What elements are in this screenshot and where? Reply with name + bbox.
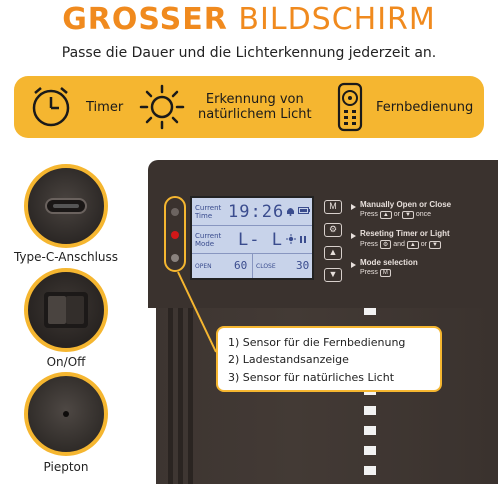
- sun-icon: [286, 234, 296, 244]
- feature-light-label-line2: natürlichem Licht: [198, 107, 312, 122]
- buzzer-label: Piepton: [43, 460, 89, 474]
- instruction-manual-heading: Manually Open or Close: [360, 200, 452, 209]
- down-button[interactable]: ▼: [324, 268, 342, 282]
- instruction-mode-press: Press: [360, 269, 378, 276]
- feature-remote-label: Fernbedienung: [376, 99, 474, 115]
- switch-icon: [44, 292, 88, 328]
- door-rail: [188, 306, 193, 484]
- lcd-close-value: 30: [296, 259, 310, 272]
- buzzer-icon: [63, 411, 69, 417]
- lcd-divider: [252, 254, 253, 278]
- lcd-time-label-1: Current: [195, 204, 222, 212]
- instruction-reset: Reseting Timer or Light Press ⚙ and ▲ or…: [360, 229, 450, 249]
- door-rail: [168, 306, 173, 484]
- key-down: ▼: [401, 211, 414, 219]
- instruction-mode-heading: Mode selection: [360, 258, 418, 267]
- usb-c-port-icon: [45, 198, 87, 214]
- instruction-mode-text: Press M: [360, 269, 418, 277]
- key-mode: M: [379, 269, 391, 277]
- settings-button[interactable]: ⚙: [324, 223, 342, 237]
- instruction-mode: Mode selection Press M: [360, 258, 418, 277]
- page-title: GROSSER BILDSCHIRM: [0, 2, 498, 37]
- power-switch-label: On/Off: [46, 355, 86, 369]
- remote-sensor-dot: [171, 208, 179, 216]
- feature-banner: Timer Erkennung von natürlichem Licht Fe…: [14, 76, 484, 138]
- feature-timer-label: Timer: [86, 99, 124, 115]
- instruction-reset-or: or: [420, 241, 427, 248]
- feature-light-detection: Erkennung von natürlichem Licht: [138, 76, 312, 138]
- callout-item-remote-sensor: 1) Sensor für die Fernbedienung: [228, 336, 406, 349]
- light-sensor-dot: [171, 254, 179, 262]
- lcd-mode-label-2: Mode: [195, 240, 215, 248]
- indicator-strip: [164, 196, 186, 272]
- lcd-mode-row: Current Mode L- L: [192, 226, 312, 254]
- instruction-reset-press: Press: [360, 241, 378, 248]
- lcd-time-row: Current Time 19:26: [192, 198, 312, 226]
- key-down: ▼: [428, 241, 441, 249]
- lcd-open-value: 60: [234, 259, 248, 272]
- instruction-manual-or: or: [393, 211, 400, 218]
- feature-timer: Timer: [28, 76, 123, 138]
- usb-c-label: Type-C-Anschluss: [13, 250, 119, 264]
- bell-icon: [287, 208, 294, 216]
- subtitle: Passe die Dauer und die Lichterkennung j…: [61, 45, 437, 61]
- up-button[interactable]: ▲: [324, 246, 342, 260]
- buzzer-detail: [24, 372, 108, 456]
- callout-box: 1) Sensor für die Fernbedienung 2) Lades…: [216, 326, 442, 392]
- instruction-manual-once: once: [415, 211, 432, 218]
- callout-item-battery: 2) Ladestandsanzeige: [228, 353, 349, 366]
- instruction-reset-heading: Reseting Timer or Light: [360, 229, 450, 238]
- instruction-manual: Manually Open or Close Press ▲ or ▼ once: [360, 200, 451, 219]
- lcd-time-label: Current Time: [195, 204, 221, 220]
- key-up: ▲: [406, 241, 419, 249]
- lcd-close-label: CLOSE: [256, 263, 276, 270]
- title-light: BILDSCHIRM: [238, 2, 436, 37]
- timer-bars-icon: [300, 236, 306, 243]
- key-up: ▲: [379, 211, 392, 219]
- feature-light-label: Erkennung von natürlichem Licht: [198, 92, 312, 122]
- lcd-open-label: OPEN: [195, 263, 212, 270]
- lcd-time-value: 19:26: [228, 202, 285, 222]
- remote-control-icon: [337, 82, 363, 132]
- feature-light-label-line1: Erkennung von: [205, 92, 304, 107]
- lcd-screen: Current Time 19:26 Current Mode L- L OPE…: [190, 196, 314, 280]
- sun-icon: [139, 84, 185, 130]
- battery-indicator-dot: [171, 231, 179, 239]
- arrow-icon: [351, 233, 356, 239]
- instruction-manual-press: Press: [360, 211, 378, 218]
- instruction-reset-text: Press ⚙ and ▲ or ▼: [360, 240, 450, 249]
- key-settings: ⚙: [379, 240, 392, 249]
- battery-icon: [298, 207, 310, 214]
- door-rail: [178, 306, 183, 484]
- callout-item-light-sensor: 3) Sensor für natürliches Licht: [228, 371, 395, 384]
- lcd-mode-value: L- L: [238, 230, 283, 250]
- instruction-manual-text: Press ▲ or ▼ once: [360, 211, 451, 219]
- power-switch-detail: [24, 268, 108, 352]
- title-bold: GROSSER: [62, 2, 228, 37]
- arrow-icon: [351, 262, 356, 268]
- usb-c-detail: [24, 164, 108, 248]
- lcd-mode-label: Current Mode: [195, 232, 221, 248]
- instruction-reset-and: and: [393, 241, 405, 248]
- lcd-mode-label-1: Current: [195, 232, 222, 240]
- lcd-time-label-2: Time: [195, 212, 213, 220]
- lcd-schedule-row: OPEN 60 CLOSE 30: [192, 254, 312, 278]
- mode-button[interactable]: M: [324, 200, 342, 214]
- feature-remote: Fernbedienung: [336, 76, 473, 138]
- clock-icon: [32, 87, 70, 127]
- arrow-icon: [351, 204, 356, 210]
